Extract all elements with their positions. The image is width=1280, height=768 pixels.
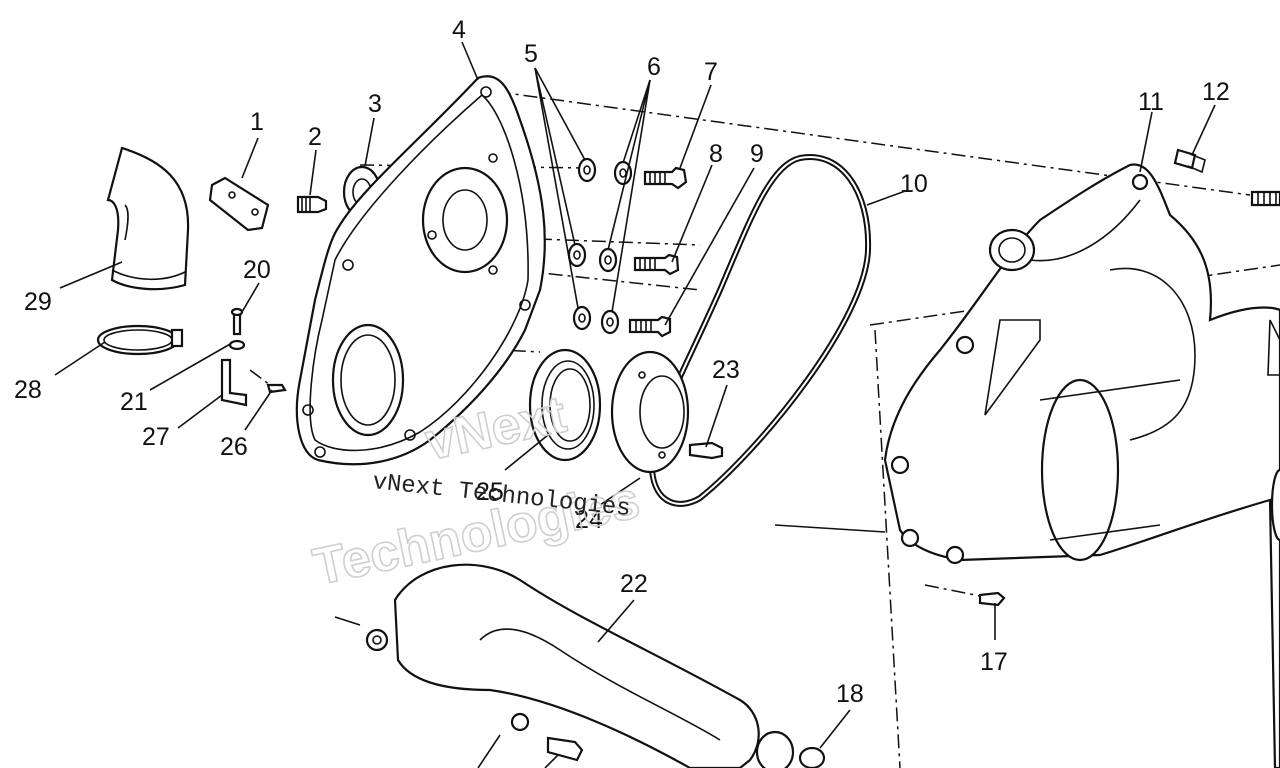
callout-21: 21	[120, 388, 148, 416]
part-drive-chain	[648, 154, 872, 507]
part-clutch-cover	[883, 163, 1280, 768]
part-screw-17	[978, 591, 1006, 607]
part-washers	[567, 157, 633, 335]
callout-20: 20	[243, 256, 271, 284]
callout-9: 9	[750, 140, 764, 168]
callout-3: 3	[368, 90, 382, 118]
callout-29: 29	[24, 288, 52, 316]
part-small-hardware	[220, 307, 287, 407]
callout-8: 8	[709, 140, 723, 168]
part-inner-case	[295, 75, 546, 466]
callout-25: 25	[476, 478, 504, 506]
part-bolt-right	[1250, 190, 1280, 207]
callout-26: 26	[220, 433, 248, 461]
part-bracket	[208, 176, 270, 232]
leader-lines	[54, 41, 1216, 768]
callout-labels: 1 2 3 4 5 6 7 8 9 10 11 12 17 18 20 21 2…	[14, 16, 1230, 708]
part-bottom-hardware	[510, 712, 826, 768]
callout-7: 7	[704, 58, 718, 86]
callout-22: 22	[620, 570, 648, 598]
part-outer-guard	[334, 563, 760, 768]
callout-28: 28	[14, 376, 42, 404]
callout-18: 18	[836, 680, 864, 708]
part-clip	[1173, 148, 1206, 174]
callout-2: 2	[308, 123, 322, 151]
part-bolt-2	[296, 195, 328, 214]
part-clamp	[96, 324, 184, 356]
callout-5: 5	[524, 40, 538, 68]
callout-23: 23	[712, 356, 740, 384]
part-bolts	[628, 166, 688, 338]
callout-4: 4	[452, 16, 466, 44]
callout-11: 11	[1138, 88, 1164, 116]
callout-6: 6	[647, 53, 661, 81]
callout-1: 1	[250, 108, 264, 136]
callout-17: 17	[980, 648, 1008, 676]
callout-27: 27	[142, 423, 170, 451]
callout-10: 10	[900, 170, 928, 198]
callout-24: 24	[575, 506, 603, 534]
callout-12: 12	[1202, 78, 1230, 106]
part-bearing-plate	[610, 350, 690, 474]
part-seal	[528, 348, 602, 462]
part-intake-boot	[106, 146, 190, 291]
part-screw-23	[688, 441, 724, 460]
